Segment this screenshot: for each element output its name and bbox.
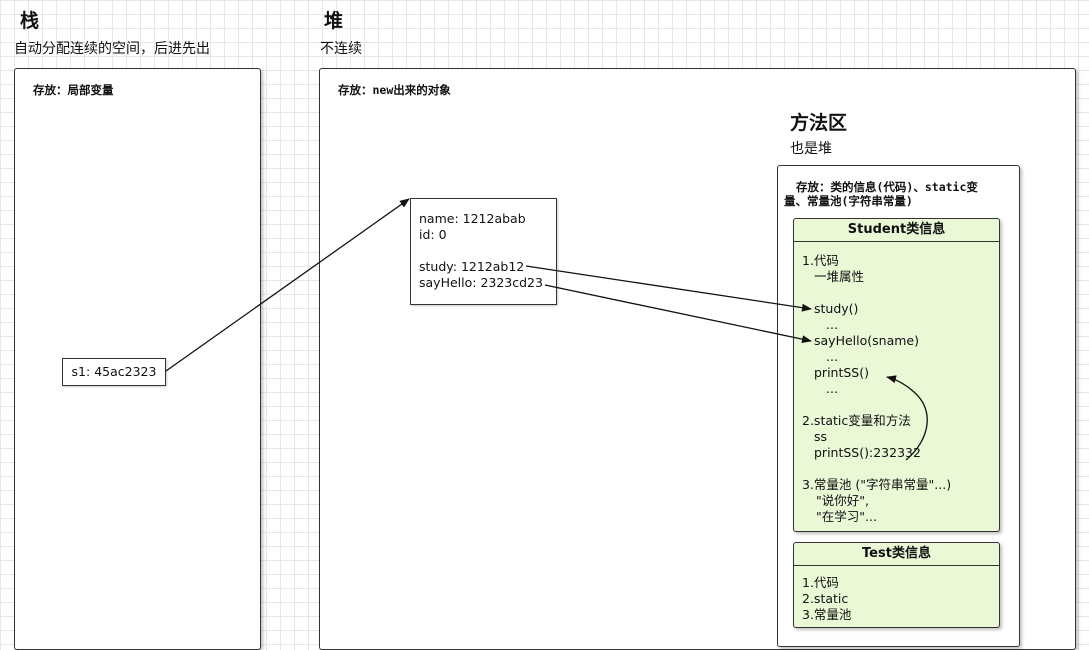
student-line: "在学习"... — [816, 509, 877, 524]
student-line: "说你好", — [816, 493, 869, 508]
student-line: 1.代码 — [802, 253, 839, 268]
student-line: ss — [814, 429, 828, 444]
student-line-study: study() — [814, 301, 859, 316]
stack-store-label: 存放：局部变量 — [33, 83, 114, 97]
object-field-name: name: 1212abab — [419, 211, 526, 226]
heap-store-label: 存放：new出来的对象 — [338, 83, 451, 97]
object-field-id: id: 0 — [419, 227, 447, 242]
heap-object-box: name: 1212abab id: 0 study: 1212ab12 say… — [410, 198, 557, 305]
test-line: 3.常量池 — [802, 607, 852, 622]
student-line: ... — [826, 317, 838, 332]
student-line: ... — [826, 381, 838, 396]
student-line: 2.static变量和方法 — [802, 413, 911, 428]
student-class-box: Student类信息 1.代码 一堆属性 study() ... sayHell… — [793, 218, 1000, 532]
student-line: 3.常量池 ("字符串常量"...) — [802, 477, 952, 492]
student-line-sayhello: sayHello(sname) — [814, 333, 919, 348]
student-line: ... — [826, 349, 838, 364]
student-line-printss: printSS() — [814, 365, 869, 380]
stack-variable-box: s1: 45ac2323 — [62, 358, 166, 386]
method-area-subtitle: 也是堆 — [790, 141, 832, 157]
student-line: 一堆属性 — [814, 269, 865, 284]
test-class-box: Test类信息 1.代码 2.static 3.常量池 — [793, 542, 1000, 628]
student-line-printss-addr: printSS():232332 — [814, 445, 921, 460]
student-class-title: Student类信息 — [794, 219, 999, 242]
test-line: 1.代码 — [802, 575, 839, 590]
heap-title: 堆 — [324, 10, 344, 32]
method-area-title: 方法区 — [790, 112, 848, 134]
object-field-sayhello: sayHello: 2323cd23 — [419, 275, 543, 290]
object-field-study: study: 1212ab12 — [419, 259, 525, 274]
method-area-store-label-1: 存放：类的信息(代码)、static变 — [796, 180, 978, 194]
heap-subtitle: 不连续 — [320, 41, 362, 57]
stack-subtitle: 自动分配连续的空间，后进先出 — [14, 41, 210, 57]
test-line: 2.static — [802, 591, 849, 606]
test-class-title: Test类信息 — [794, 543, 999, 566]
method-area-store-label-2: 量、常量池(字符串常量) — [784, 194, 913, 208]
stack-title: 栈 — [20, 10, 40, 32]
